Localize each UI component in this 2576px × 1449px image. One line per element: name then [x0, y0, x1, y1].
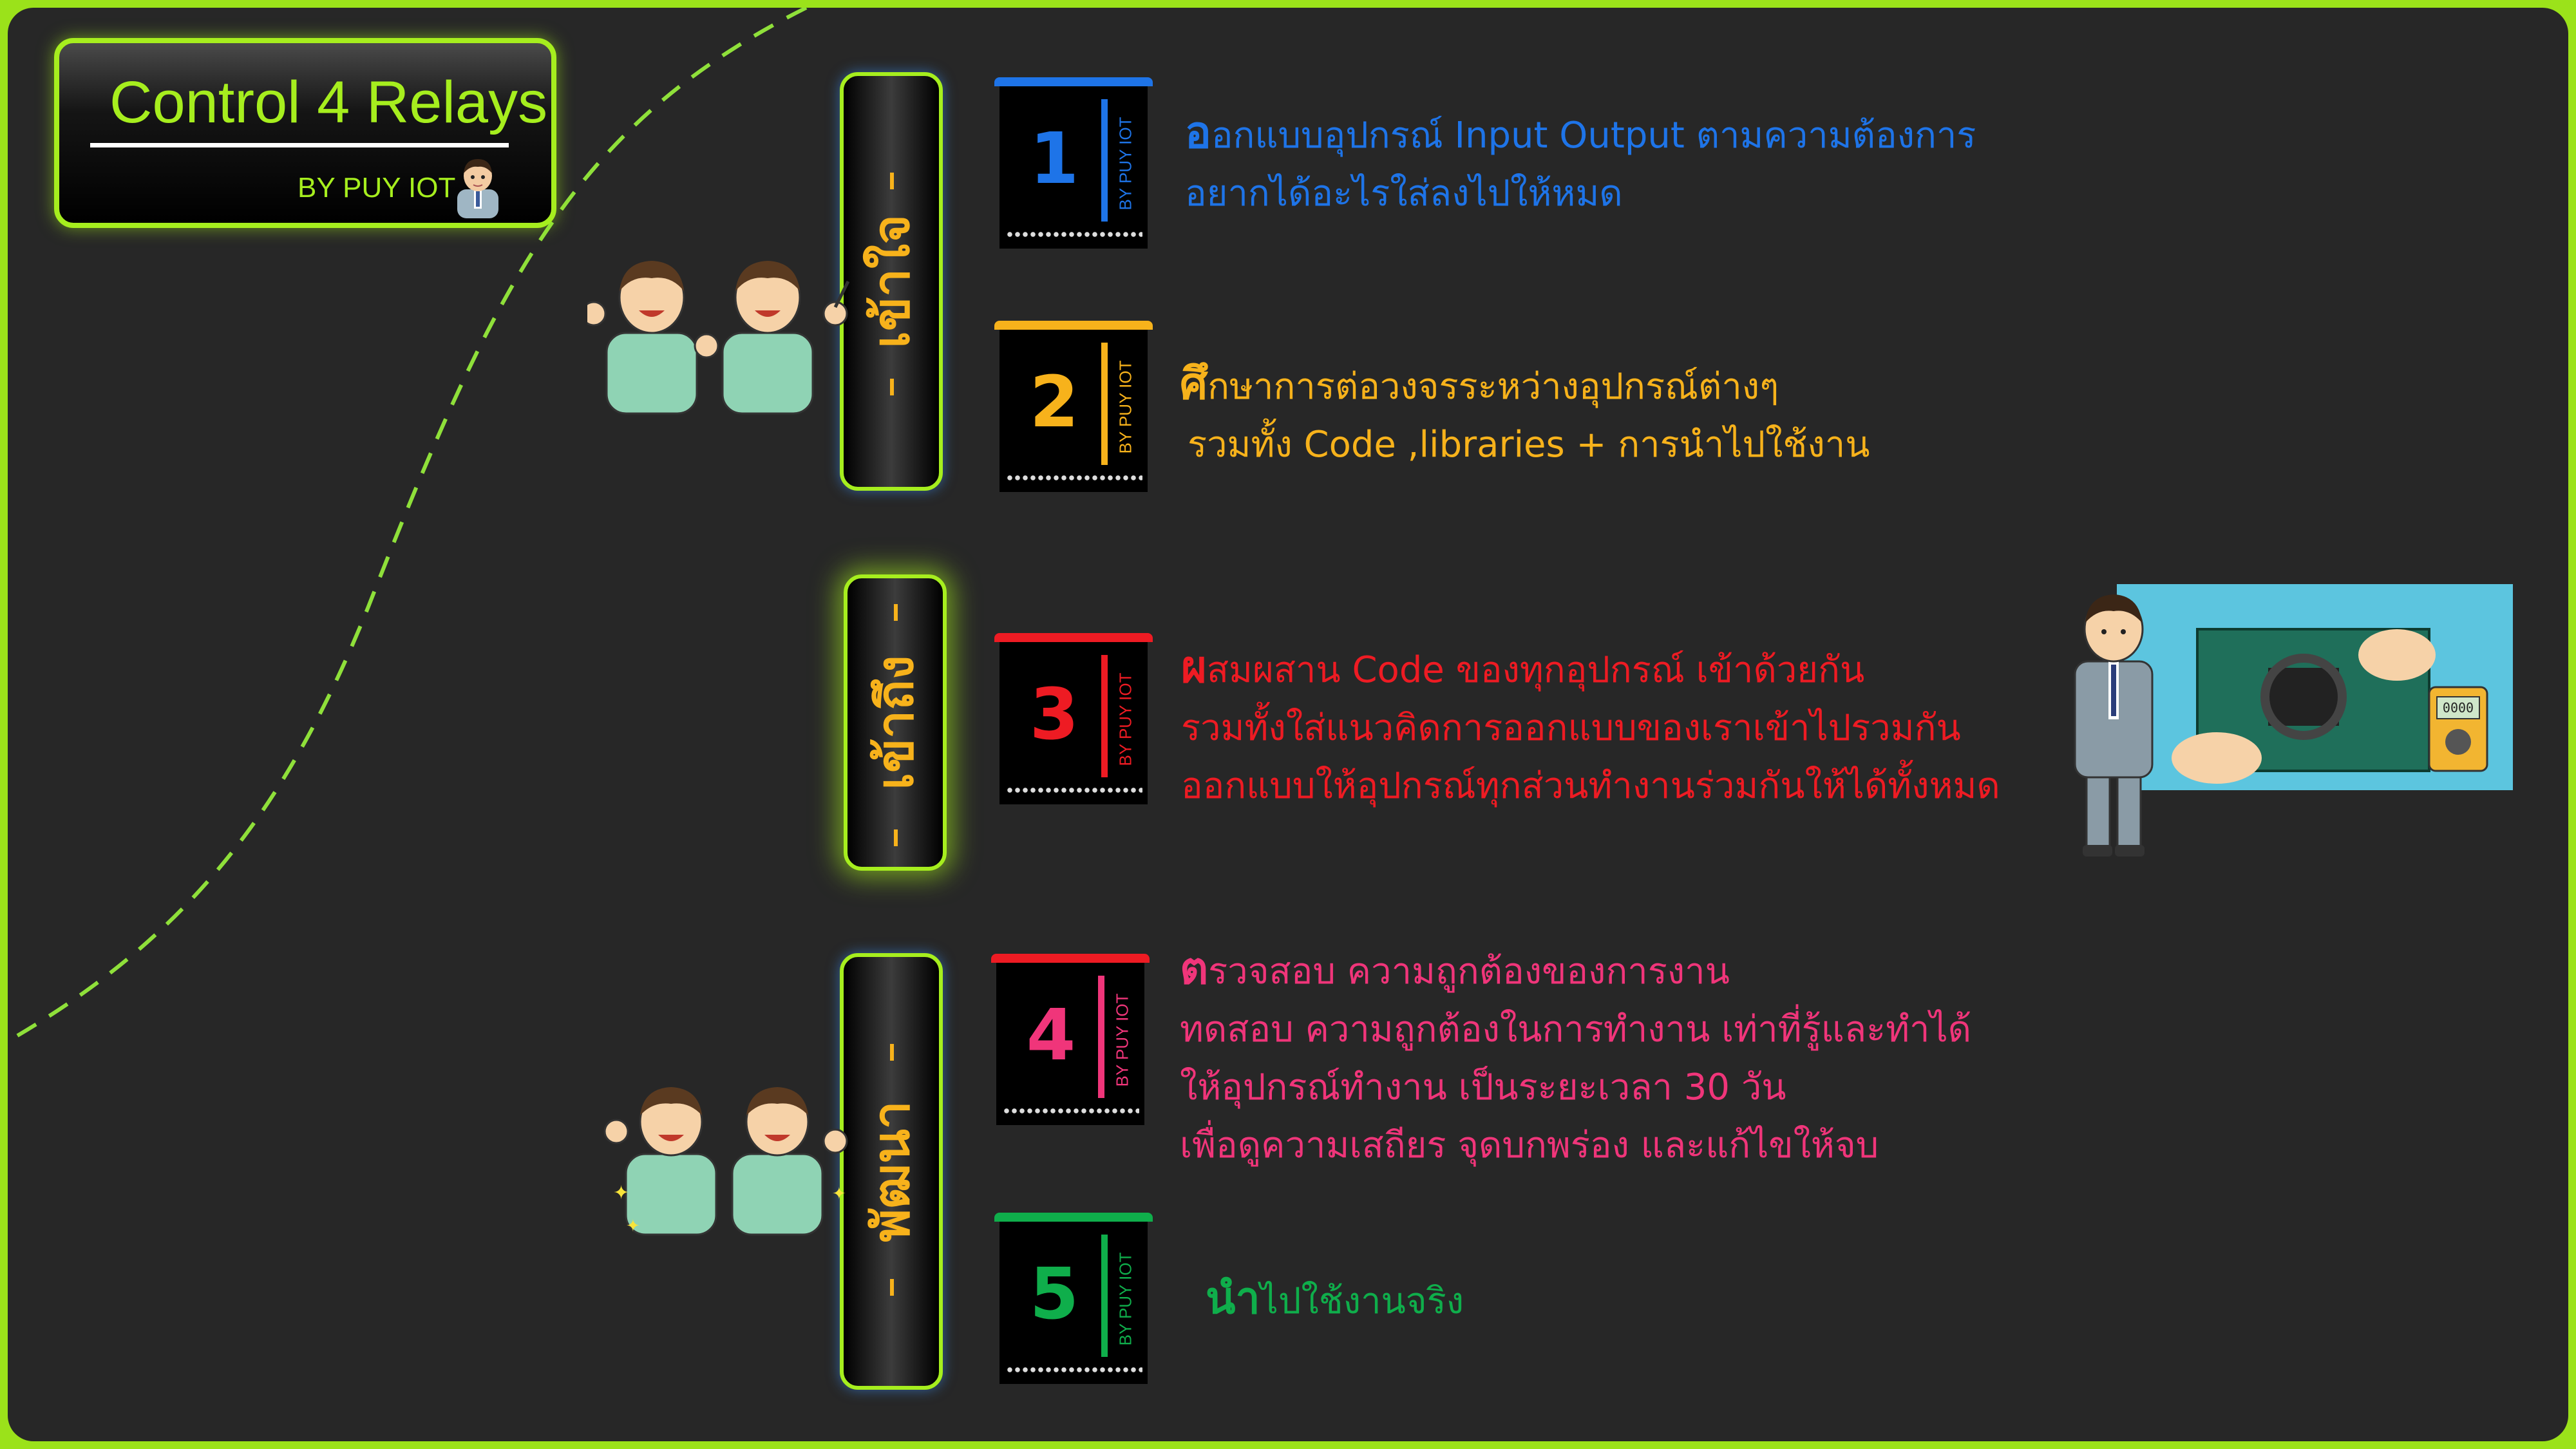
multimeter-display: 0000 [2443, 700, 2474, 715]
step-lead-letter: นำ [1206, 1273, 1260, 1324]
two-workers-celebrating-illustration: ✦ ✦ ✦ [603, 1087, 848, 1236]
step-watermark: BY PUY IOT [1115, 672, 1135, 766]
stage-tick-top [890, 1044, 894, 1061]
step-line-3: ให้อุปกรณ์ทำงาน เป็นระยะเวลา 30 วัน [1180, 1066, 1786, 1108]
step-line-rest: อกแบบอุปกรณ์ Input Output ตามความต้องการ [1211, 115, 1976, 156]
step-cap [994, 633, 1153, 642]
step-line-rest: กษาการต่อวงจรระหว่างอุปกรณ์ต่างๆ [1208, 366, 1779, 408]
step-3-text: ผสมผสาน Code ของทุกอุปกรณ์ เข้าด้วยกัน ร… [1181, 639, 2000, 815]
stage-develop: พัฒนา [840, 953, 943, 1390]
step-1-text: ออกแบบอุปกรณ์ Input Output ตามความต้องกา… [1185, 104, 1976, 223]
step-line-1: ผสมผสาน Code ของทุกอุปกรณ์ เข้าด้วยกัน [1181, 639, 2000, 699]
step-cap [994, 1213, 1153, 1222]
step-cap [991, 954, 1150, 963]
step-2-box: 2 BY PUY IOT [994, 321, 1153, 492]
step-line-rest: สมผสาน Code ของทุกอุปกรณ์ เข้าด้วยกัน [1206, 649, 1865, 691]
svg-text:✦: ✦ [626, 1217, 640, 1236]
infographic-frame: Control 4 Relays BY PUY IOT เข้าใจ เข้าถ… [8, 8, 2568, 1441]
step-line-2: รวมทั้งใส่แนวคิดการออกแบบของเราเข้าไปรวม… [1181, 707, 1961, 749]
step-dots [1003, 1107, 1139, 1115]
step-number: 5 [1029, 1253, 1079, 1335]
stage-tick-top [890, 173, 894, 189]
step-line-1: นำไปใช้งานจริง [1206, 1270, 1464, 1331]
two-workers-cheering-illustration [587, 261, 850, 415]
stage-tick-bottom [890, 1279, 894, 1296]
engineer-circuit-board-illustration: 0000 [2074, 584, 2513, 857]
step-line-2: ทดสอบ ความถูกต้องในการทำงาน เท่าที่รู้แล… [1180, 1009, 1972, 1050]
step-line-3: ออกแบบให้อุปกรณ์ทุกส่วนทำงานร่วมกันให้ได… [1181, 765, 2000, 807]
step-dots [1006, 1366, 1142, 1374]
title-card: Control 4 Relays BY PUY IOT [54, 38, 556, 228]
step-lead-letter: ศึ [1180, 359, 1208, 410]
step-2-text: ศึกษาการต่อวงจรระหว่างอุปกรณ์ต่างๆ รวมทั… [1180, 355, 1870, 474]
stage-tick-bottom [890, 379, 894, 395]
step-bar [1101, 655, 1108, 777]
step-1-box: 1 BY PUY IOT [994, 77, 1153, 249]
step-line-rest: รวจสอบ ความถูกต้องของการงาน [1208, 951, 1730, 992]
step-number: 2 [1029, 361, 1079, 443]
stage-understand: เข้าใจ [840, 72, 943, 491]
step-5-box: 5 BY PUY IOT [994, 1213, 1153, 1384]
stage-label: เข้าถึง [867, 655, 925, 790]
stage-access: เข้าถึง [844, 574, 947, 871]
title-main: Control 4 Relays [109, 70, 548, 135]
step-cap [994, 321, 1153, 330]
step-4-box: 4 BY PUY IOT [991, 954, 1150, 1125]
step-number: 4 [1026, 994, 1076, 1076]
stage-label: พัฒนา [863, 1101, 921, 1242]
step-5-text: นำไปใช้งานจริง [1206, 1270, 1464, 1331]
step-watermark: BY PUY IOT [1115, 1252, 1135, 1346]
title-byline: BY PUY IOT [298, 172, 456, 204]
stage-label: เข้าใจ [863, 214, 921, 348]
step-4-text: ตรวจสอบ ความถูกต้องของการงาน ทดสอบ ความถ… [1180, 940, 1971, 1175]
title-underline [90, 143, 509, 147]
step-bar [1101, 1235, 1108, 1357]
step-line-1: ศึกษาการต่อวงจรระหว่างอุปกรณ์ต่างๆ [1180, 355, 1870, 416]
step-3-box: 3 BY PUY IOT [994, 633, 1153, 804]
author-avatar-icon [457, 159, 498, 218]
step-lead-letter: อ [1185, 108, 1211, 158]
step-watermark: BY PUY IOT [1112, 993, 1132, 1087]
step-watermark: BY PUY IOT [1115, 360, 1135, 454]
step-bar [1101, 99, 1108, 222]
step-bar [1101, 343, 1108, 465]
stage-tick-top [894, 604, 898, 621]
step-number: 3 [1029, 673, 1079, 755]
step-dots [1006, 474, 1142, 482]
step-line-2: อยากได้อะไรใส่ลงไปให้หมด [1185, 173, 1623, 214]
step-watermark: BY PUY IOT [1115, 117, 1135, 211]
step-dots [1006, 231, 1142, 238]
step-bar [1098, 976, 1104, 1098]
step-line-4: เพื่อดูความเสถียร จุดบกพร่อง และแก้ไขให้… [1180, 1124, 1879, 1166]
stage-tick-bottom [894, 829, 898, 846]
step-lead-letter: ผ [1181, 642, 1207, 693]
step-line-1: ตรวจสอบ ความถูกต้องของการงาน [1180, 940, 1971, 1001]
step-line-2: รวมทั้ง Code ,libraries + การนำไปใช้งาน [1188, 424, 1870, 466]
step-line-rest: ไปใช้งานจริง [1260, 1280, 1464, 1322]
svg-text:✦: ✦ [832, 1184, 846, 1204]
step-lead-letter: ต [1180, 943, 1209, 994]
svg-text:✦: ✦ [613, 1182, 629, 1204]
step-line-1: ออกแบบอุปกรณ์ Input Output ตามความต้องกา… [1185, 104, 1976, 165]
step-dots [1006, 786, 1142, 794]
step-number: 1 [1029, 117, 1079, 200]
step-cap [994, 77, 1153, 86]
